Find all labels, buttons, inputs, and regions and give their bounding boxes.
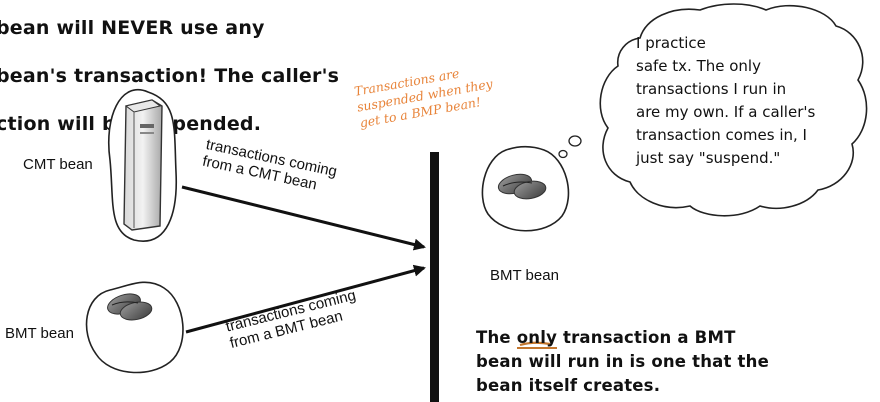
bottom-note-emphasis: only bbox=[516, 328, 558, 349]
speech-bubble-text: I practice safe tx. The only transaction… bbox=[636, 34, 816, 167]
thought-dot-large bbox=[568, 135, 582, 147]
arrow-from-bmt-bean bbox=[185, 264, 426, 334]
arrow-from-cmt-bean bbox=[181, 185, 426, 251]
coffee-beans-icon-left bbox=[107, 293, 153, 321]
bmt-bean-left-label: BMT bean bbox=[5, 325, 74, 342]
heading: bean will NEVER use any bean's transacti… bbox=[0, 0, 466, 160]
only-underline bbox=[519, 341, 551, 347]
bottom-note-prefix: The bbox=[476, 328, 517, 347]
heading-line-1: bean will NEVER use any bbox=[0, 17, 265, 39]
bmt-bean-right-label: BMT bean bbox=[490, 267, 559, 284]
speech-cloud bbox=[599, 3, 868, 217]
bottom-note-line-3: bean itself creates. bbox=[476, 376, 661, 395]
bottom-note-line-1-rest: transaction a BMT bbox=[557, 328, 736, 347]
cmt-bean-label: CMT bean bbox=[23, 156, 93, 173]
bottom-note: The only transaction a BMT bean will run… bbox=[476, 326, 856, 398]
coffee-beans-icon-right bbox=[497, 173, 547, 200]
thought-dot-small bbox=[558, 149, 568, 159]
bottom-note-line-2: bean will run in is one that the bbox=[476, 352, 769, 371]
heading-line-2: bean's transaction! The caller's bbox=[0, 65, 340, 87]
server-icon bbox=[123, 99, 163, 231]
suspension-barrier bbox=[430, 152, 439, 402]
bottom-note-line-1: The only transaction a BMT bbox=[476, 326, 856, 350]
